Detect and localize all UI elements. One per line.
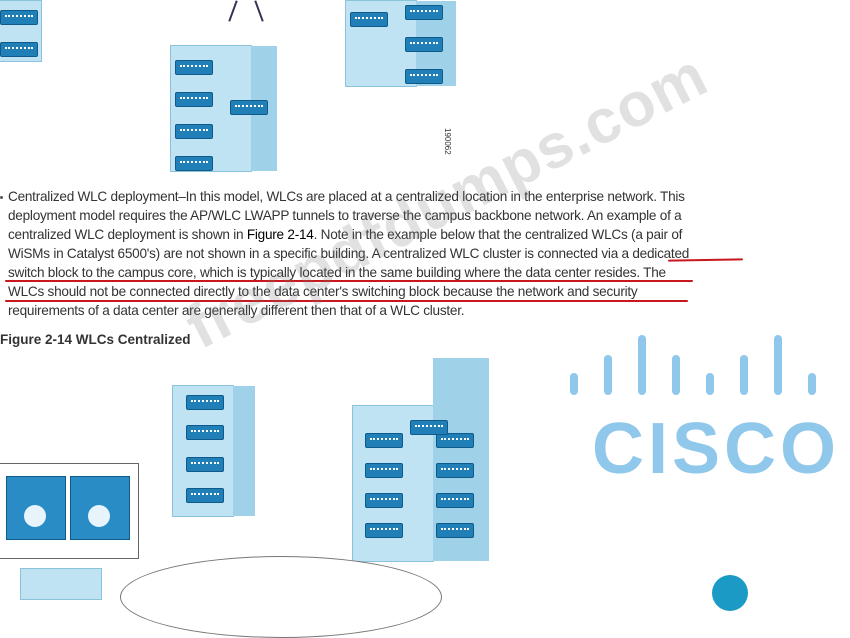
- figure-id: 190062: [443, 128, 452, 155]
- access-point-icon: [436, 463, 474, 478]
- logo-bar: [638, 335, 646, 395]
- red-underline: [5, 280, 693, 282]
- red-underline: [667, 258, 744, 262]
- access-point-icon: [410, 420, 448, 435]
- access-point-icon: [230, 100, 268, 115]
- wlc-cluster-box: [0, 463, 139, 559]
- figure-caption: Figure 2-14 WLCs Centralized: [0, 332, 191, 347]
- paragraph-text: . Note in the example below that the cen…: [313, 227, 683, 242]
- access-point-icon: [0, 42, 38, 57]
- logo-bar: [808, 373, 816, 395]
- catalyst-switch: [70, 476, 130, 540]
- access-point-icon: [175, 156, 213, 171]
- access-point-icon: [365, 493, 403, 508]
- logo-bar: [604, 355, 612, 395]
- paragraph-text: centralized WLC deployment is shown in: [8, 227, 247, 242]
- paragraph-line: WiSMs in Catalyst 6500's) are not shown …: [8, 246, 690, 261]
- cisco-logo: CISCO: [592, 409, 841, 489]
- access-point-icon: [436, 523, 474, 538]
- paragraph-line: deployment model requires the AP/WLC LWA…: [8, 208, 682, 223]
- campus-cloud: [120, 556, 442, 638]
- logo-bar: [740, 355, 748, 395]
- paragraph-line: Centralized WLC deployment–In this model…: [8, 189, 685, 204]
- access-point-icon: [405, 69, 443, 84]
- link-line: [254, 0, 264, 22]
- figure-link[interactable]: Figure 2-14: [246, 227, 314, 242]
- access-point-icon: [186, 395, 224, 410]
- access-point-icon: [436, 433, 474, 448]
- access-point-icon: [175, 60, 213, 75]
- logo-bar: [774, 335, 782, 395]
- access-point-icon: [175, 124, 213, 139]
- catalyst-switch: [6, 476, 66, 540]
- paragraph-line: WLCs should not be connected directly to…: [8, 284, 638, 299]
- access-point-icon: [365, 523, 403, 538]
- access-point-icon: [350, 12, 388, 27]
- access-point-icon: [186, 488, 224, 503]
- access-point-icon: [405, 37, 443, 52]
- logo-bar: [570, 373, 578, 395]
- access-point-icon: [436, 493, 474, 508]
- access-point-icon: [0, 10, 38, 25]
- logo-bar: [706, 373, 714, 395]
- circle-badge: [712, 575, 748, 611]
- access-point-icon: [365, 463, 403, 478]
- bullet: [0, 196, 3, 199]
- logo-bar: [672, 355, 680, 395]
- link-line: [228, 0, 238, 22]
- paragraph-line: requirements of a data center are genera…: [8, 303, 465, 318]
- access-point-icon: [186, 425, 224, 440]
- access-point-icon: [186, 457, 224, 472]
- cisco-logo-bars: [570, 335, 820, 395]
- paragraph-line: switch block to the campus core, which i…: [8, 265, 666, 280]
- red-underline: [5, 300, 688, 302]
- building-bottom-left: [20, 568, 102, 600]
- paragraph-line: centralized WLC deployment is shown in F…: [8, 227, 682, 242]
- access-point-icon: [405, 5, 443, 20]
- access-point-icon: [175, 92, 213, 107]
- access-point-icon: [365, 433, 403, 448]
